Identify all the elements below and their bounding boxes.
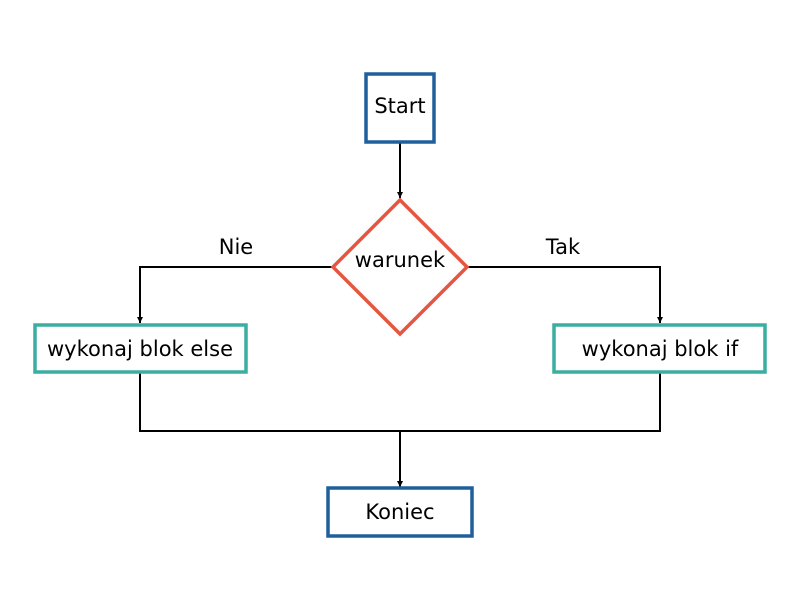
- edge-label-no: Nie: [219, 235, 253, 259]
- end-node-box: [326, 486, 474, 538]
- if-block-box: [552, 323, 767, 374]
- start-node-box: [364, 72, 436, 144]
- end-node: Koniec: [326, 486, 474, 538]
- merge-line: [139, 373, 661, 432]
- condition-label: warunek: [355, 248, 446, 272]
- start-node: Start: [364, 72, 436, 144]
- else-block-box: [33, 323, 248, 374]
- if-block-node: wykonaj blok if: [552, 323, 767, 374]
- condition-diamond: [330, 197, 470, 337]
- else-block-node: wykonaj blok else: [33, 323, 248, 374]
- arrow-condition-to-else: [137, 266, 333, 323]
- condition-node: warunek: [330, 197, 470, 337]
- if-block-label: wykonaj blok if: [582, 337, 739, 361]
- arrow-condition-to-if: [467, 266, 663, 323]
- else-block-label: wykonaj blok else: [47, 337, 233, 361]
- start-node-label: Start: [374, 94, 425, 118]
- end-node-label: Koniec: [365, 500, 434, 524]
- edge-label-yes: Tak: [545, 235, 581, 259]
